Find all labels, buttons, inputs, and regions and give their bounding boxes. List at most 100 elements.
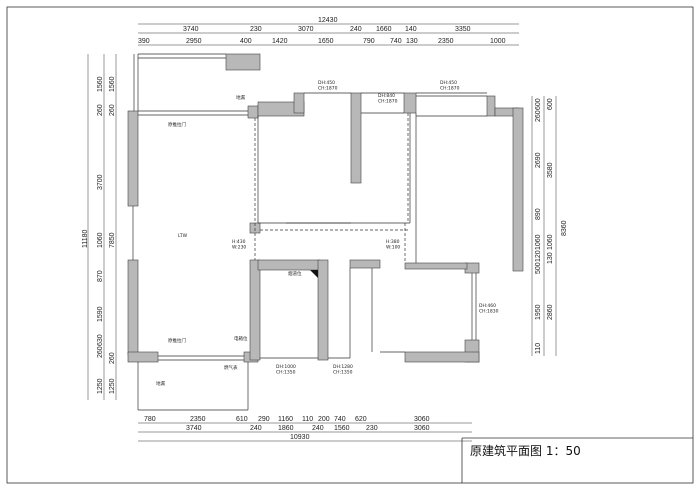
drawing-frame [6, 6, 694, 484]
dim-top-r1-6: 3350 [455, 26, 471, 33]
right-dimensions [531, 96, 557, 356]
dim-left-r1-4: 870 [97, 270, 104, 282]
wall-bath-4 [349, 259, 381, 269]
wall-bath-5 [404, 262, 468, 270]
dim-bot-r1-0: 780 [144, 416, 156, 423]
dim-right-row1: 600 260 2690 890 1060 120 500 1950 110 [535, 98, 542, 354]
dim-right-r2-1: 3580 [547, 162, 554, 178]
wall-mid-4 [403, 92, 417, 114]
dim-left-r1-6: 260 [97, 346, 104, 358]
electric-box-label: 电箱位 [234, 335, 248, 342]
dim-bot-r1-4: 1160 [278, 416, 293, 423]
dim-bottom-row2: 3740 240 1860 240 1560 230 3060 [186, 425, 430, 432]
wall-bath-3 [317, 259, 329, 361]
dim-right-overall: 8360 [561, 220, 568, 236]
dim-top-row1: 3740 230 3070 240 1660 140 3350 [183, 26, 471, 33]
wall-fills [127, 53, 524, 363]
dim-bot-r2-3: 240 [312, 425, 324, 432]
dim-top-r1-0: 3740 [183, 26, 199, 33]
wall-outlines [132, 53, 487, 411]
floor-drain-bottom-label: 地漏 [156, 380, 165, 387]
wall-bath-1 [249, 259, 261, 361]
dim-right-r1-4: 1060 [535, 234, 542, 250]
dim-top-r2-2: 400 [240, 38, 252, 45]
dim-top-r2-8: 2350 [438, 38, 454, 45]
dim-top-r2-7: 130 [406, 38, 418, 45]
dim-bot-r2-2: 1860 [278, 425, 294, 432]
dim-bot-r1-6: 200 [318, 416, 330, 423]
dim-bot-r1-9: 3060 [414, 416, 430, 423]
dim-left-r2-0: 1560 [109, 76, 116, 92]
flue-marker [310, 270, 318, 278]
wall-mid-3 [350, 92, 362, 184]
wall-left-bottom [127, 351, 159, 363]
dim-bot-r2-0: 3740 [186, 425, 202, 432]
dim-right-r1-0: 600 [535, 98, 542, 110]
dim-top-r2-4: 1650 [318, 38, 334, 45]
dim-right-r2-2: 1060 [547, 234, 554, 250]
floor-drain-top-label: 地漏 [236, 94, 245, 101]
dim-bot-r1-7: 740 [334, 416, 346, 423]
wall-mid-2 [293, 92, 305, 114]
dim-bot-r1-5: 110 [302, 416, 313, 423]
dim-left-overall: 11180 [82, 229, 89, 248]
dim-top-row2: 390 2950 400 1420 1650 790 740 130 2350 … [138, 38, 506, 45]
wall-right-2 [512, 107, 524, 272]
dim-bottom-row1: 780 2350 610 290 1160 110 200 740 620 30… [144, 416, 430, 423]
dim-left-row2: 1560 260 7850 260 1250 [109, 76, 116, 394]
dim-top-r1-2: 3070 [298, 26, 314, 33]
left-dimensions [87, 54, 117, 400]
dim-left-r2-1: 260 [109, 104, 116, 116]
dim-right-r2-3: 130 [547, 252, 554, 264]
dim-left-r2-4: 1250 [109, 378, 116, 394]
dim-top-r2-3: 1420 [272, 38, 288, 45]
dim-right-r1-2: 2690 [535, 152, 542, 168]
bottom-dimensions [138, 422, 472, 442]
dim-bot-r1-8: 620 [355, 416, 367, 423]
dim-left-r1-2: 3700 [97, 174, 104, 190]
wall-column-1 [247, 105, 259, 119]
dim-top-r2-9: 1000 [490, 38, 506, 45]
dim-bot-r1-2: 610 [236, 416, 248, 423]
dim-top-r1-5: 140 [405, 26, 417, 33]
flue-label: 烟道位 [288, 270, 302, 277]
wall-left-lower [127, 259, 139, 356]
wall-left-upper [127, 110, 139, 207]
sliding-door-top-label: 原推拉门 [168, 121, 186, 128]
dim-left-r1-8: 1250 [97, 378, 104, 394]
light-mark-label: LTW [178, 233, 188, 239]
dim-left-row1: 1560 260 3700 1060 870 1590 260 630 1250 [97, 76, 104, 394]
dim-left-r2-2: 7850 [109, 232, 116, 248]
wall-right-top [486, 95, 496, 117]
dim-right-r2-4: 2860 [547, 304, 554, 320]
dim-top-r2-6: 740 [390, 38, 402, 45]
dim-top-r2-1: 2950 [186, 38, 202, 45]
dim-right-r1-1: 260 [535, 110, 542, 122]
dim-top-overall: 12430 [318, 17, 338, 24]
dim-bot-r1-1: 2350 [190, 416, 206, 423]
dim-right-row2: 600 3580 1060 130 2860 [547, 98, 554, 320]
drawing-title: 原建筑平面图 1：50 [470, 443, 581, 458]
dim-left-r1-0: 1560 [97, 76, 104, 92]
dim-bot-r2-5: 230 [366, 425, 378, 432]
dim-bottom-overall: 10930 [290, 434, 310, 441]
dim-right-r1-5: 120 [535, 250, 542, 262]
sliding-door-bottom-label: 原推拉门 [168, 337, 186, 344]
dim-left-r1-3: 1060 [97, 232, 104, 248]
dim-bot-r1-3: 290 [258, 416, 270, 423]
wall-bath-2 [257, 259, 321, 271]
wall-top-left-block [225, 53, 261, 71]
dim-top-r1-1: 230 [250, 26, 262, 33]
dim-top-r1-4: 1660 [376, 26, 392, 33]
gas-meter-label: 燃气表 [224, 364, 238, 371]
dim-top-r1-3: 240 [350, 26, 362, 33]
